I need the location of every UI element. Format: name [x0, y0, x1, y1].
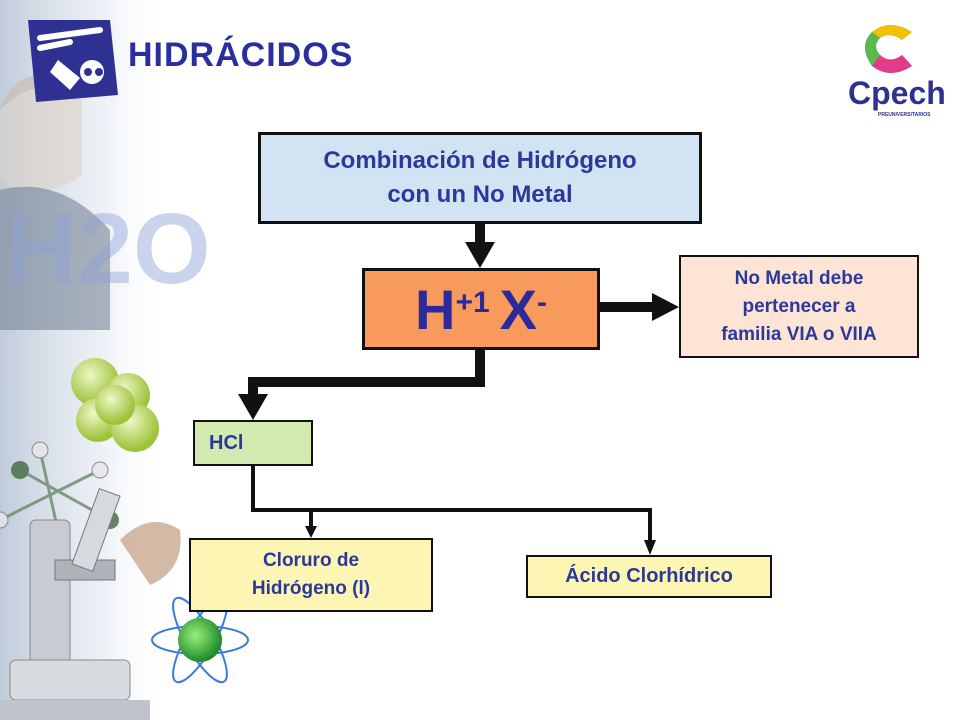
acido-label: Ácido Clorhídrico	[565, 565, 733, 587]
page-title: HIDRÁCIDOS	[128, 36, 354, 74]
formula-nonmetal-charge: -	[537, 286, 548, 319]
combination-line2: con un No Metal	[387, 181, 573, 208]
name-acido-box: Ácido Clorhídrico	[526, 555, 772, 598]
background-h2o-text: H2O	[5, 193, 211, 305]
example-hcl-box: HCl	[193, 420, 313, 466]
cloruro-line1: Cloruro de	[262, 550, 360, 571]
cpech-logo-text: Cpech	[848, 75, 946, 111]
nonmetal-note-box: No Metal debe pertenecer a familia VIA o…	[679, 255, 919, 358]
combination-line1: Combinación de Hidrógeno	[323, 147, 637, 174]
cpech-logo-subtext: PREUNIVERSITARIOS	[878, 112, 931, 118]
cloruro-line2: Hidrógeno (l)	[251, 578, 371, 599]
note-line3: familia VIA o VIIA	[721, 323, 877, 345]
cpech-logo: Cpech PREUNIVERSITARIOS	[848, 25, 946, 118]
formula-box: H+1 X-	[362, 268, 600, 350]
portrait-illustration	[0, 75, 110, 330]
hand-illustration	[120, 522, 181, 585]
atom-illustration	[151, 596, 249, 684]
note-line1: No Metal debe	[734, 267, 864, 289]
formula-hydrogen: H	[414, 277, 456, 341]
lab-emblem-icon	[28, 20, 118, 102]
note-line2: pertenecer a	[742, 295, 856, 317]
molecule-illustration	[71, 358, 159, 452]
name-cloruro-box: Cloruro de Hidrógeno (l)	[189, 538, 433, 612]
formula-hydrogen-charge: +1	[455, 286, 490, 319]
microscope-illustration	[0, 488, 150, 720]
formula-nonmetal: X	[499, 277, 538, 341]
example-hcl-label: HCl	[209, 431, 244, 454]
combination-box: Combinación de Hidrógeno con un No Metal	[258, 132, 702, 224]
